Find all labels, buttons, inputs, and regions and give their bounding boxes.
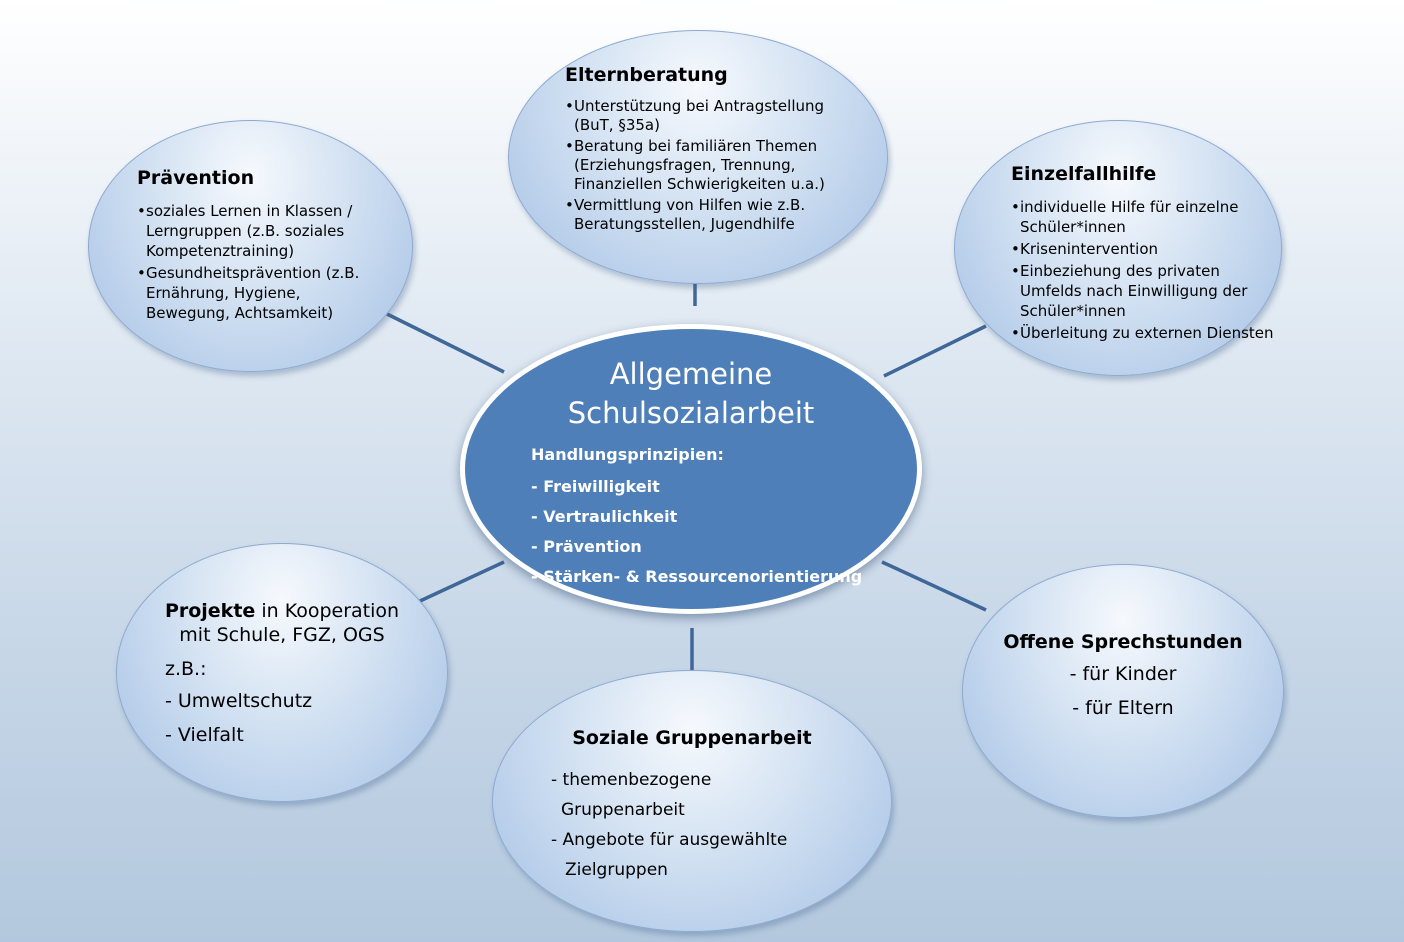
- connector-sprechstunden: [881, 560, 987, 612]
- projekte-title-bold: Projekte: [164, 600, 256, 622]
- elternberatung-list: Unterstützung bei Antragstellung (BuT, §…: [565, 97, 865, 234]
- connector-praevention: [386, 312, 505, 374]
- elternberatung-bubble: Elternberatung Unterstützung bei Antrags…: [508, 30, 888, 284]
- projekte-title: Projekte in Kooperation: [117, 599, 447, 623]
- einzelfallhilfe-bubble: Einzelfallhilfe individuelle Hilfe für e…: [954, 120, 1282, 376]
- list-item: Beratung bei familiären Themen (Erziehun…: [565, 137, 865, 194]
- praevention-list: soziales Lernen in Klassen / Lerngruppen…: [137, 201, 369, 323]
- center-list: - Freiwilligkeit - Vertraulichkeit - Prä…: [531, 477, 862, 597]
- connector-einzelfallhilfe: [883, 324, 987, 378]
- list-item: Gesundheitsprävention (z.B. Ernährung, H…: [137, 263, 369, 323]
- list-item: - Angebote für ausgewählte Zielgruppen: [551, 830, 788, 880]
- center-subtitle: Handlungsprinzipien:: [531, 445, 724, 464]
- projekte-title-line2: mit Schule, FGZ, OGS: [179, 624, 385, 646]
- connector-projekte: [419, 560, 505, 603]
- list-item: - Vielfalt: [165, 724, 244, 746]
- list-item: Überleitung zu externen Diensten: [1011, 323, 1274, 343]
- projekte-title-rest: in Kooperation: [255, 600, 400, 622]
- list-item: - Prävention: [531, 537, 642, 556]
- einzelfallhilfe-title: Einzelfallhilfe: [1011, 163, 1157, 185]
- list-item: - Umweltschutz: [165, 690, 313, 712]
- list-item: - Freiwilligkeit: [531, 477, 660, 496]
- list-item: Krisenintervention: [1011, 239, 1273, 259]
- list-item: - themenbezogene Gruppenarbeit: [551, 770, 712, 820]
- sprechstunden-list: - für Kinder - für Eltern: [963, 663, 1283, 719]
- list-item: - für Eltern: [1072, 697, 1174, 719]
- gruppenarbeit-bubble: Soziale Gruppenarbeit - themenbezogene G…: [492, 670, 892, 932]
- einzelfallhilfe-list: individuelle Hilfe für einzelne Schüler*…: [1011, 197, 1274, 343]
- list-item: individuelle Hilfe für einzelne Schüler*…: [1011, 197, 1273, 237]
- projekte-list: - Umweltschutz - Vielfalt: [165, 690, 312, 746]
- list-item: soziales Lernen in Klassen / Lerngruppen…: [137, 201, 369, 261]
- elternberatung-title: Elternberatung: [565, 64, 728, 86]
- list-item: Einbeziehung des privaten Umfelds nach E…: [1011, 261, 1273, 321]
- list-item: - Vertraulichkeit: [531, 507, 678, 526]
- center-bubble: Allgemeine Schulsozialarbeit Handlungspr…: [460, 324, 922, 614]
- sprechstunden-title: Offene Sprechstunden: [1003, 631, 1243, 653]
- praevention-title: Prävention: [137, 167, 255, 189]
- praevention-bubble: Prävention soziales Lernen in Klassen / …: [88, 120, 413, 372]
- center-title-line1: Allgemeine: [609, 357, 773, 391]
- center-title: Allgemeine Schulsozialarbeit: [465, 355, 917, 433]
- list-item: Unterstützung bei Antragstellung (BuT, §…: [565, 97, 865, 135]
- center-title-line2: Schulsozialarbeit: [567, 396, 815, 430]
- gruppenarbeit-title: Soziale Gruppenarbeit: [572, 727, 812, 749]
- list-item: - Stärken- & Ressourcenorientierung: [531, 567, 863, 586]
- sprechstunden-bubble: Offene Sprechstunden - für Kinder - für …: [962, 564, 1284, 818]
- list-item: Vermittlung von Hilfen wie z.B. Beratung…: [565, 196, 865, 234]
- gruppenarbeit-list: - themenbezogene Gruppenarbeit - Angebot…: [551, 765, 787, 885]
- list-item: - für Kinder: [1069, 663, 1177, 685]
- projekte-bubble: Projekte in Kooperation mit Schule, FGZ,…: [116, 543, 448, 802]
- projekte-intro: z.B.:: [165, 658, 207, 680]
